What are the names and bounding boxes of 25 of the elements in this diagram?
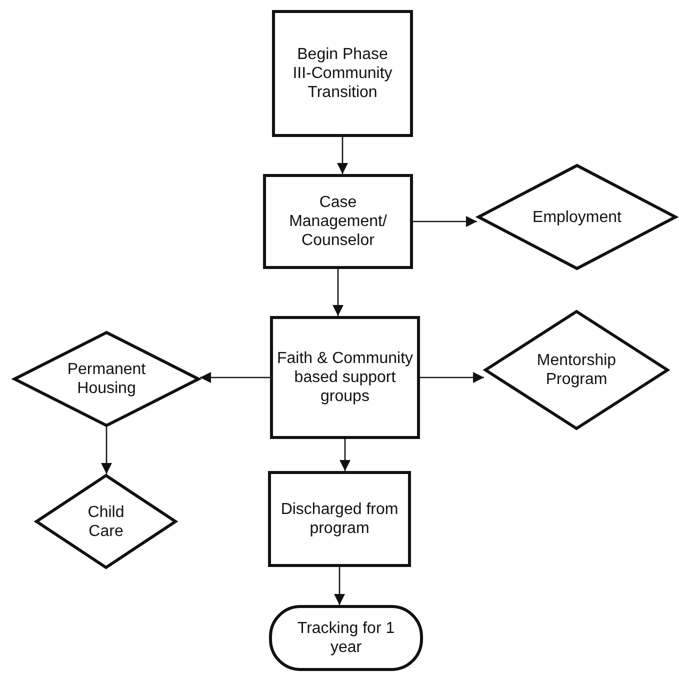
- node-label: Mentorship Program: [536, 351, 618, 389]
- decision-diamond: [35, 474, 177, 569]
- process-box: [270, 316, 420, 439]
- node-label: Faith & Community based support groups: [276, 349, 414, 406]
- arrow: [334, 567, 345, 605]
- process-box: [263, 174, 413, 269]
- node-label: Discharged from program: [280, 500, 400, 538]
- decision-diamond: [484, 310, 669, 430]
- arrow: [420, 372, 484, 383]
- node-label: Permanent Housing: [66, 360, 147, 398]
- node-label: Tracking for 1 year: [296, 619, 396, 657]
- decision-diamond: [13, 331, 200, 427]
- arrow: [332, 269, 344, 316]
- node-label: Begin Phase III-Community Transition: [292, 45, 394, 102]
- node-label: Child Care: [86, 502, 126, 540]
- node-label: Employment: [532, 208, 622, 226]
- decision-diamond: [477, 164, 677, 270]
- process-box: [268, 471, 411, 567]
- process-box: [272, 10, 413, 137]
- arrow: [337, 137, 348, 174]
- node-label: Case Management/ Counselor: [288, 193, 388, 250]
- arrow: [340, 439, 350, 471]
- arrow: [413, 216, 477, 227]
- arrow: [200, 372, 270, 383]
- arrow: [101, 427, 112, 474]
